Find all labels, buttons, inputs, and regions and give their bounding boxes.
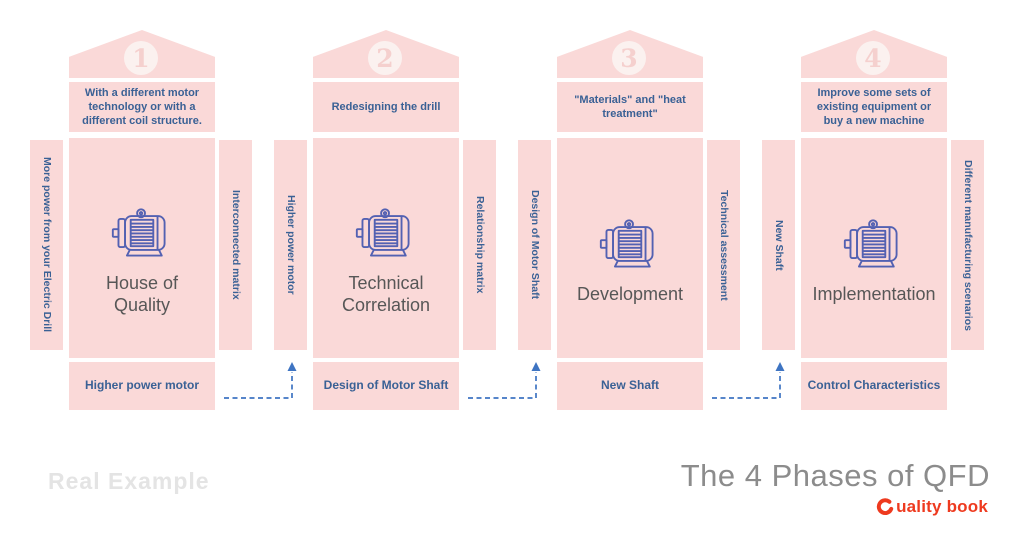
phase-3-output-label: New Shaft — [557, 362, 703, 410]
phase-2-number: 2 — [376, 43, 394, 73]
phase-4-roof-note: Improve some sets of existing equipment … — [801, 82, 947, 132]
phase-4: 4 Improve some sets of existing equipmen… — [762, 30, 984, 410]
quality-book-q-icon — [876, 497, 894, 515]
phase-2-number-badge: 2 — [368, 41, 402, 75]
phase-4-matrix-label: Different manufacturing scenarios — [951, 140, 984, 350]
flow-arrow-2-to-3 — [468, 362, 541, 399]
phase-4-output-label: Control Characteristics — [801, 362, 947, 410]
phase-1-input-label: More power from your Electric Drill — [30, 140, 63, 350]
phase-3: 3 "Materials" and "heat treatment" Desig… — [518, 30, 740, 410]
flow-arrow-3-to-4 — [712, 362, 785, 399]
flow-arrow-1-to-2 — [224, 362, 297, 399]
quality-book-logo: uality book — [876, 497, 988, 517]
phase-4-title: Implementation — [812, 283, 936, 304]
phase-3-input-label: Design of Motor Shaft — [518, 140, 551, 350]
motor-icon — [111, 207, 166, 257]
phase-4-input-label: New Shaft — [762, 140, 795, 350]
phase-4-number-badge: 4 — [856, 41, 890, 75]
phase-3-number: 3 — [620, 43, 638, 73]
phase-2-roof-note: Redesigning the drill — [313, 82, 459, 132]
phase-3-title: Development — [576, 283, 684, 304]
phase-1: 1 With a different motor technology or w… — [30, 30, 252, 410]
phase-1-roof-note: With a different motor technology or wit… — [69, 82, 215, 132]
phase-1-matrix-label: Interconnected matrix — [219, 140, 252, 350]
phase-1-output-label: Higher power motor — [69, 362, 215, 410]
phase-1-house: House of Quality — [69, 138, 215, 358]
phase-1-title: House of Quality — [105, 272, 179, 316]
page-title: The 4 Phases of QFD — [680, 458, 990, 493]
phase-2-matrix-label: Relationship matrix — [463, 140, 496, 350]
phase-3-matrix-label: Technical assessment — [707, 140, 740, 350]
phase-1-number: 1 — [132, 43, 150, 73]
quality-book-logo-text: uality book — [896, 497, 988, 516]
motor-icon — [843, 219, 898, 268]
motor-icon — [599, 219, 654, 268]
phase-2: 2 Redesigning the drill Higher power mot… — [274, 30, 496, 410]
watermark-label: Real Example — [48, 468, 210, 494]
phase-4-house: Implementation — [801, 138, 947, 358]
phase-2-output-label: Design of Motor Shaft — [313, 362, 459, 410]
phase-3-house: Development — [557, 138, 703, 358]
motor-icon — [355, 207, 410, 257]
phase-4-number: 4 — [864, 43, 882, 73]
phase-3-roof-note: "Materials" and "heat treatment" — [557, 82, 703, 132]
phase-2-title: Technical Correlation — [341, 272, 431, 316]
phase-3-number-badge: 3 — [612, 41, 646, 75]
phase-2-input-label: Higher power motor — [274, 140, 307, 350]
phase-2-house: Technical Correlation — [313, 138, 459, 358]
phase-1-number-badge: 1 — [124, 41, 158, 75]
